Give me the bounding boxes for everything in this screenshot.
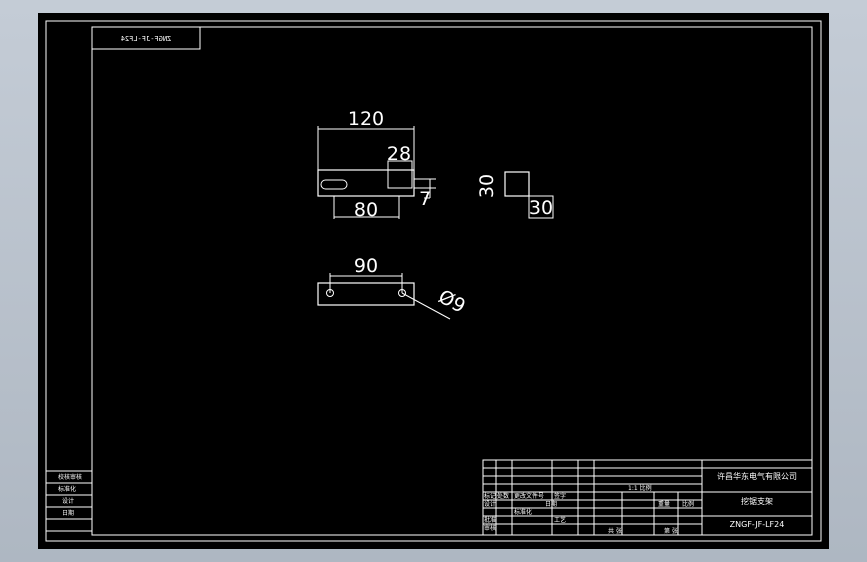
left-cell-2: 设计 — [62, 497, 74, 505]
tb-cell-12: 共 张 — [608, 527, 622, 535]
mirrored-code-box: ZNGF-JF-LF24 — [91, 26, 201, 50]
dim-28: 28 — [387, 143, 411, 165]
dim-120: 120 — [348, 108, 384, 130]
tb-cell-9: 工艺 — [554, 516, 566, 524]
mirrored-drawing-code: ZNGF-JF-LF24 — [121, 35, 172, 43]
dim-28-box — [387, 160, 413, 189]
title-block: 标记 处数 更改文件号 签字 设计 日期 标准化 批准 审核 工艺 重量 比例 … — [482, 459, 813, 536]
part-name: 挖锯支架 — [741, 496, 773, 506]
tb-scale-label: 1:1 比例 — [628, 484, 652, 492]
tb-cell-1: 处数 — [497, 492, 509, 500]
tb-cell-11: 比例 — [682, 500, 694, 508]
dim-80: 80 — [354, 199, 378, 221]
inner-border — [91, 26, 813, 536]
view-top-plate: 90 Ø9 — [317, 255, 469, 320]
view-front-plate: 120 28 80 7 — [317, 108, 436, 221]
tb-cell-8: 审核 — [484, 524, 496, 532]
cad-drawing-canvas: ZNGF-JF-LF24 校核审核 标准化 设计 日期 120 28 80 — [45, 20, 822, 542]
title-block-frame — [482, 459, 813, 536]
plate-outline — [317, 169, 415, 197]
left-cell-1: 标准化 — [58, 485, 76, 493]
outer-frame — [45, 20, 822, 542]
slot-hole — [320, 179, 348, 190]
dim-7: 7 — [419, 188, 431, 210]
top-plate-outline — [317, 282, 415, 306]
left-cell-3: 日期 — [62, 509, 74, 517]
tb-cell-13: 第 张 — [664, 527, 678, 535]
view-side-square: 30 30 — [476, 171, 554, 219]
drawing-number: ZNGF-JF-LF24 — [730, 520, 785, 529]
tb-cell-0: 标记 — [484, 492, 496, 500]
dim-30-horizontal: 30 — [529, 197, 553, 219]
tb-cell-4: 设计 — [484, 500, 496, 508]
tb-cell-5: 日期 — [545, 500, 557, 508]
company-name: 许昌华东电气有限公司 — [717, 471, 797, 481]
tb-cell-2: 更改文件号 — [514, 492, 544, 500]
tb-cell-6: 标准化 — [514, 508, 532, 516]
drawing-sheet: ZNGF-JF-LF24 校核审核 标准化 设计 日期 120 28 80 — [38, 13, 829, 549]
tb-cell-3: 签字 — [554, 492, 566, 500]
dim-90: 90 — [354, 255, 378, 277]
dim-30-box — [528, 195, 554, 219]
phi9-leader — [401, 292, 451, 320]
left-cell-0: 校核审核 — [58, 473, 82, 481]
tb-cell-7: 批准 — [484, 516, 496, 524]
square-outline — [504, 171, 530, 197]
dim-30-vertical: 30 — [476, 174, 498, 198]
left-signature-strip: 校核审核 标准化 设计 日期 — [46, 470, 92, 532]
tb-cell-10: 重量 — [658, 500, 670, 508]
